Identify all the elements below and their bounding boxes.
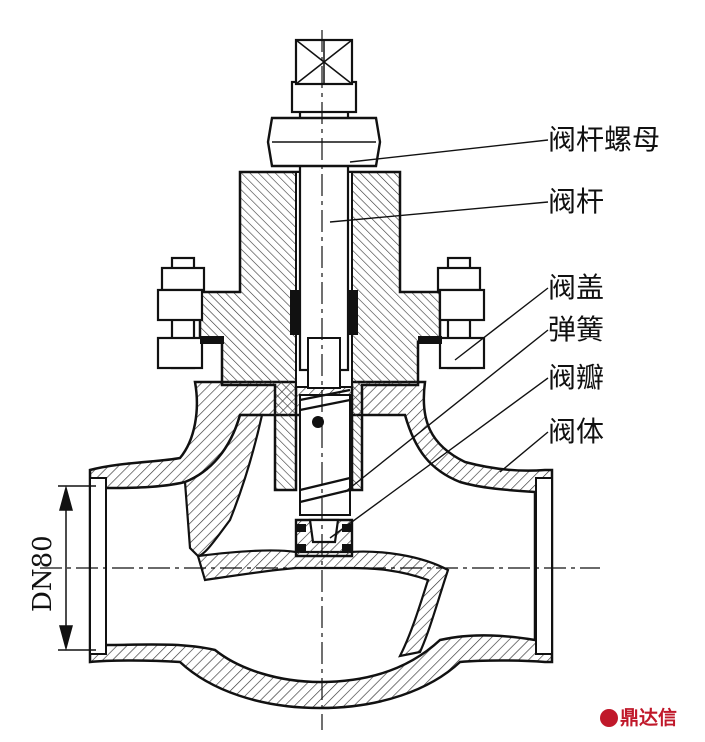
dimension-label: DN80 — [28, 535, 58, 612]
leader-lines — [329, 139, 549, 539]
stem — [290, 38, 358, 389]
leader-stem — [329, 201, 549, 223]
label-stem-nut: 阀杆螺母 — [548, 123, 661, 156]
dn80-dimension — [58, 485, 96, 651]
watermark: 鼎达信 — [600, 703, 677, 730]
disc — [294, 518, 354, 558]
leader-bonnet — [454, 287, 549, 361]
spring — [299, 388, 351, 516]
stem-nut — [266, 116, 382, 168]
watermark-text: 鼎达信 — [620, 707, 678, 729]
label-disc: 阀瓣 — [548, 361, 605, 394]
valve-body — [88, 380, 554, 710]
label-spring: 弹簧 — [548, 313, 605, 346]
right-bolt — [436, 256, 486, 370]
leader-disc — [329, 377, 549, 539]
label-stem: 阀杆 — [548, 185, 605, 218]
leader-spring — [344, 329, 549, 493]
label-body: 阀体 — [548, 415, 605, 448]
gasket-right — [418, 336, 442, 344]
watermark-logo-icon — [600, 709, 618, 727]
leader-body — [499, 431, 549, 473]
label-bonnet: 阀盖 — [548, 271, 605, 304]
leader-stem-nut — [349, 139, 549, 163]
centerlines — [40, 30, 600, 730]
left-bolt — [156, 256, 206, 370]
gasket-left — [200, 336, 224, 344]
